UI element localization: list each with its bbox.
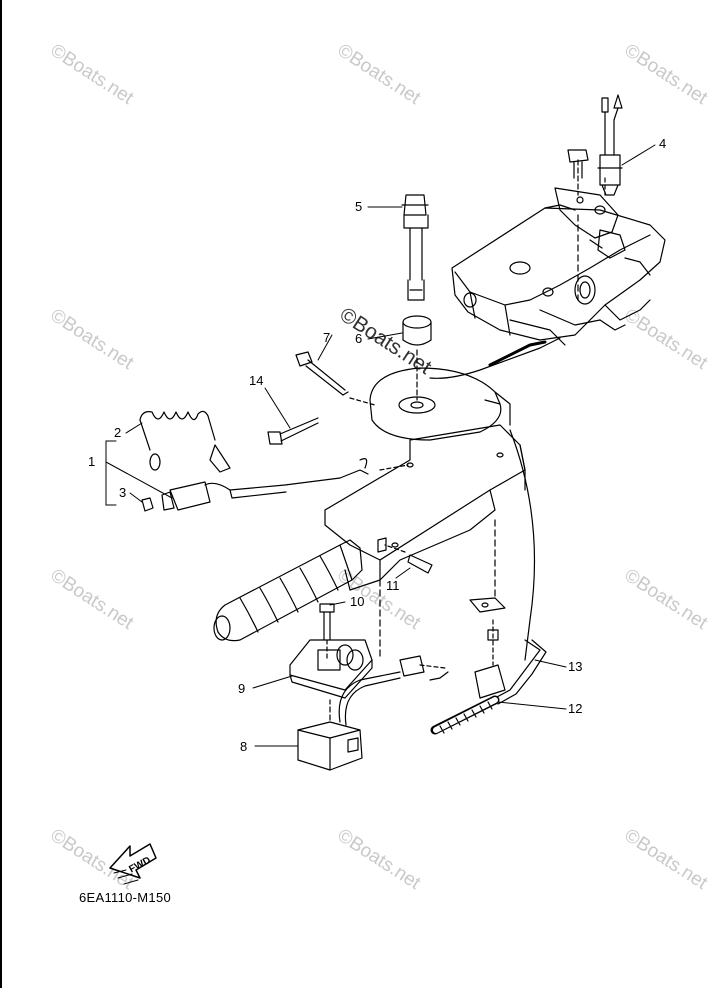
engine-bracket	[451, 204, 666, 346]
callout-11: 11	[386, 578, 400, 593]
part-11-screw	[384, 544, 433, 574]
fwd-arrow-icon: FWD	[109, 843, 157, 885]
part-2-lanyard	[139, 410, 231, 473]
callout-1: 1	[88, 454, 96, 469]
callout-13: 13	[568, 659, 583, 674]
leader-lines	[105, 144, 656, 747]
callout-2: 2	[114, 425, 122, 440]
callout-8: 8	[240, 739, 248, 754]
mounting-plate	[554, 149, 619, 301]
part-9-bracket	[289, 579, 381, 699]
part-1-stop-switch	[141, 458, 409, 512]
part-12-corrugated-tube	[430, 695, 500, 735]
callout-4: 4	[659, 136, 667, 151]
callout-10: 10	[350, 594, 365, 609]
callout-12: 12	[568, 701, 583, 716]
part-13-harness	[469, 519, 547, 705]
callout-5: 5	[355, 199, 363, 214]
part-8-coil	[297, 655, 449, 771]
callout-14: 14	[249, 373, 264, 388]
part-14-tie	[267, 417, 319, 445]
part-7-tie	[295, 351, 376, 406]
part-5-switch	[401, 194, 429, 301]
callout-9: 9	[238, 681, 246, 696]
callout-3: 3	[119, 485, 127, 500]
left-border	[0, 0, 2, 988]
callout-6: 6	[355, 331, 363, 346]
callout-7: 7	[323, 330, 331, 345]
diagram-code: 6EA1110-M150	[79, 890, 172, 905]
part-6-bushing	[402, 315, 432, 401]
part-4-sensor	[597, 94, 623, 196]
steering-handle	[213, 337, 561, 661]
fwd-label: FWD	[127, 855, 152, 875]
part-10-bolt	[319, 603, 335, 661]
